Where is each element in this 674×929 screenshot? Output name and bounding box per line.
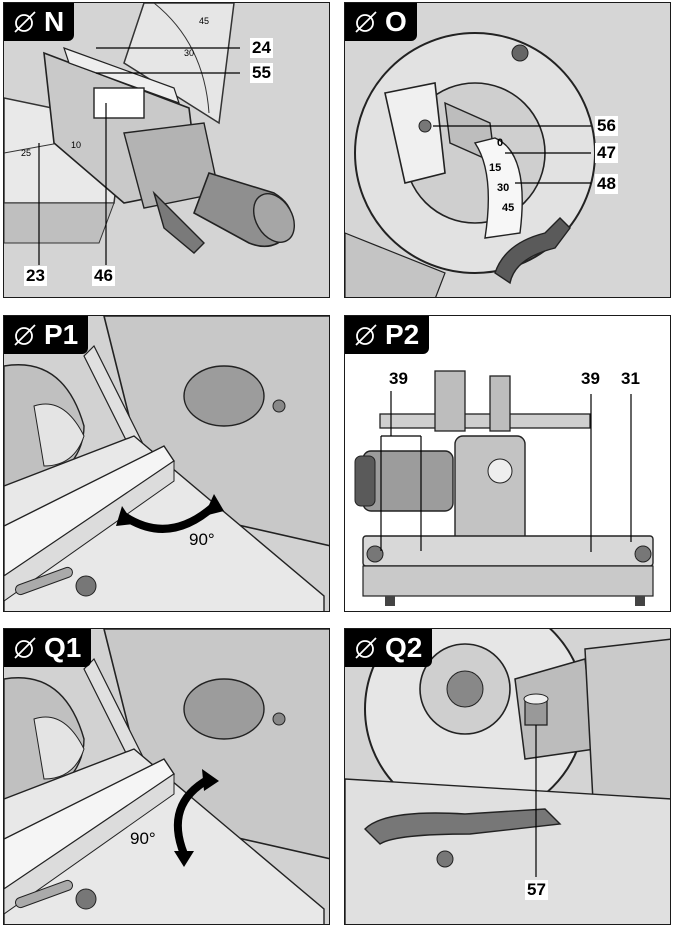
scale-label: 30 [184, 48, 195, 58]
panel-tag-p2: P2 [345, 316, 430, 354]
callout-number: 39 [387, 369, 410, 389]
callout-number: 47 [595, 143, 618, 163]
panel-tag-q1: Q1 [4, 629, 92, 667]
scale-label: 0 [497, 137, 504, 149]
panel-tag-q2: Q2 [345, 629, 433, 667]
callout-number: 57 [525, 880, 548, 900]
tool-slash-icon [14, 637, 36, 659]
figure-panel-q2: Q2 57 [344, 628, 671, 925]
panel-tag-o: O [345, 3, 417, 41]
panel-tag-n: N [4, 3, 75, 41]
scale-label: 45 [199, 16, 210, 26]
callout-number: 55 [250, 63, 273, 83]
figure-panel-p1: 90° P1 [3, 315, 330, 612]
angle-label: 90° [189, 530, 215, 549]
scale-label: 30 [497, 182, 510, 194]
panel-label: N [44, 6, 65, 37]
callout-number: 24 [250, 38, 273, 58]
saw-front-view-illustration [345, 316, 670, 611]
panel-label: P1 [44, 319, 79, 350]
callout-number: 48 [595, 174, 618, 194]
panel-tag-p1: P1 [4, 316, 89, 354]
saw-fence-scale-illustration [4, 3, 329, 297]
scale-label: 10 [71, 140, 82, 150]
blade-vertical-check-illustration [4, 629, 329, 924]
scale-label: 25 [21, 148, 32, 158]
panel-label: Q2 [385, 632, 423, 663]
panel-label: P2 [385, 319, 420, 350]
bevel-scale-illustration [345, 3, 670, 297]
callout-number: 39 [579, 369, 602, 389]
figure-panel-p2: P2 39 39 31 [344, 315, 671, 612]
scale-label: 45 [502, 202, 515, 214]
panel-label: O [385, 6, 407, 37]
angle-label: 90° [130, 829, 156, 848]
figure-panel-o: 0 15 30 45 O 56 47 48 [344, 2, 671, 298]
tool-slash-icon [355, 324, 377, 346]
panel-label: Q1 [44, 632, 82, 663]
tool-slash-icon [14, 11, 36, 33]
blade-square-check-illustration [4, 316, 329, 611]
stop-screw-illustration [345, 629, 670, 924]
callout-number: 31 [619, 369, 642, 389]
callout-number: 56 [595, 116, 618, 136]
figure-panel-n: 45 30 25 10 N 24 55 23 46 [3, 2, 330, 298]
scale-label: 15 [489, 162, 502, 174]
tool-slash-icon [14, 324, 36, 346]
tool-slash-icon [355, 11, 377, 33]
callout-number: 23 [24, 266, 47, 286]
figure-panel-q1: 90° Q1 [3, 628, 330, 925]
tool-slash-icon [355, 637, 377, 659]
callout-number: 46 [92, 266, 115, 286]
